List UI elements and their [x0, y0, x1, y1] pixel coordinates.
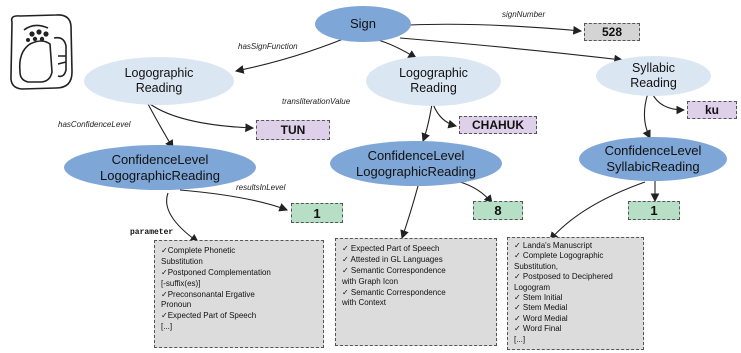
edge-reading2-confidence: [421, 103, 433, 143]
criterion: ✓ Attested in GL Languages: [342, 254, 443, 264]
criterion: ✓ Complete Logographic: [514, 251, 604, 261]
edge-label-has-confidence-level: hasConfidenceLevel: [58, 120, 131, 129]
criterion: [...]: [161, 322, 173, 332]
criterion: ✓ Semantic Correspondence: [342, 287, 446, 297]
criterion: [...]: [514, 334, 526, 344]
criterion: ✓ Word Medial: [514, 313, 568, 323]
criteria-box-2: ✓ Expected Part of Speech ✓ Attested in …: [335, 238, 497, 346]
edge-confidence2-level: [459, 181, 493, 204]
edge-confidence1-level: [179, 189, 289, 212]
edge-confidence3-criteria: [549, 181, 646, 241]
criterion: ✓ Stem Initial: [514, 292, 563, 302]
criterion: ✓ Expected Part of Speech: [342, 244, 440, 253]
edge-sign-reading-2: [377, 39, 417, 59]
criterion: ✓ Postposed to Deciphered: [514, 272, 613, 282]
edge-label-sign-number: signNumber: [502, 10, 546, 19]
criterion: ✓Expected Part of Speech: [161, 311, 257, 321]
criterion: ✓ Word Final: [514, 324, 562, 334]
sign-number-box: 528: [584, 23, 640, 41]
criterion: ✓Complete Phonetic: [161, 246, 236, 255]
edge-label-parameter: parameter: [130, 228, 174, 237]
criterion: ✓Postponed Complementation: [161, 267, 271, 277]
edge-confidence1-criteria: [166, 192, 199, 243]
maya-glyph-icon: [10, 14, 73, 90]
reading-value-box-3: ku: [687, 101, 737, 119]
criterion: ✓Preconsonantal Ergative: [161, 289, 255, 299]
criterion: Substitution,: [514, 261, 559, 271]
edge-reading1-value: [149, 103, 255, 133]
reading-value-box-2: CHAHUK: [459, 116, 537, 134]
criterion: with Context: [342, 298, 387, 308]
criteria-box-3: ✓ Landa's Manuscript ✓ Complete Logograp…: [507, 237, 644, 350]
criterion: with Graph Icon: [342, 276, 399, 286]
edge-label-results-in-level: resultsInLevel: [236, 183, 286, 192]
edge-sign-reading-3: [399, 37, 624, 64]
criterion: Pronoun: [161, 300, 192, 310]
edge-sign-number: [409, 23, 583, 35]
criterion: Logogram: [514, 282, 551, 292]
criteria-box-1: ✓Complete Phonetic Substitution ✓Postpon…: [154, 240, 324, 348]
criterion: Substitution: [161, 256, 203, 266]
edge-reading2-value: [432, 103, 458, 129]
edge-reading3-confidence: [642, 92, 651, 139]
criterion: ✓ Semantic Correspondence: [342, 265, 446, 275]
edge-label-has-sign-function: hasSignFunction: [238, 42, 298, 51]
criterion: [-suffix(es)]: [161, 278, 201, 288]
criterion: ✓ Landa's Manuscript: [514, 241, 593, 250]
reading-value-box-1: TUN: [256, 120, 330, 140]
level-box-3: 1: [628, 201, 680, 220]
level-box-2: 8: [473, 201, 523, 220]
edge-confidence2-criteria: [400, 185, 419, 240]
sign-node: Sign: [315, 6, 411, 42]
sign-label: Sign: [349, 16, 377, 32]
criterion: ✓ Stem Medial: [514, 303, 568, 313]
level-box-1: 1: [291, 203, 343, 223]
edge-reading1-confidence: [147, 103, 174, 149]
edge-label-transliteration-value: transliterationValue: [282, 97, 351, 106]
